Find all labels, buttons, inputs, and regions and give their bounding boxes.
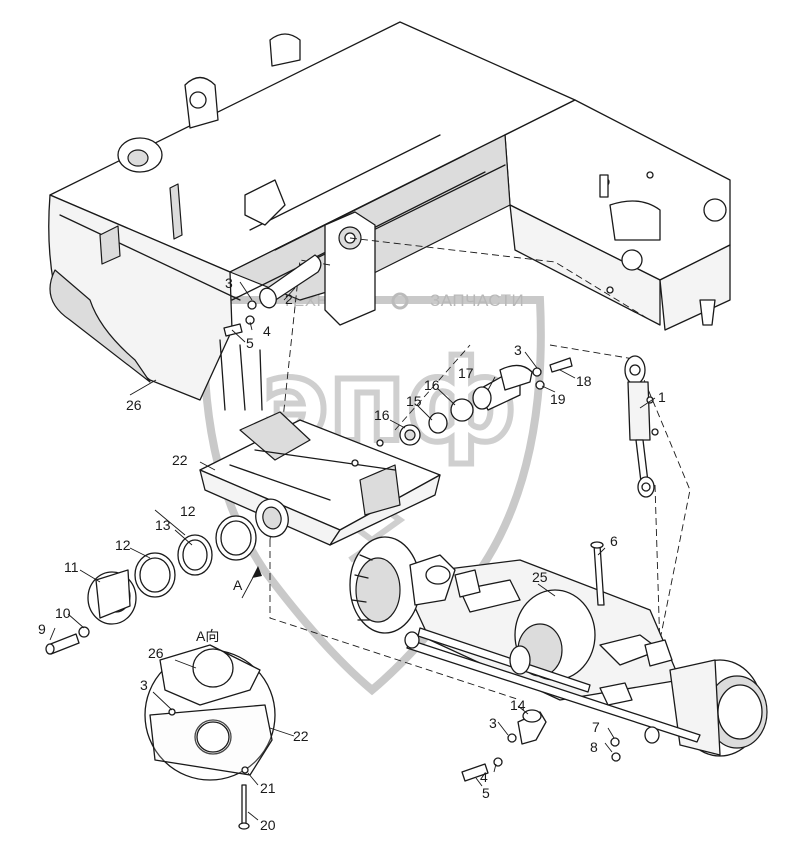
bolt <box>223 323 243 337</box>
callout-3: 3 <box>514 342 522 358</box>
nut <box>247 300 257 310</box>
callout-11: 11 <box>64 559 79 575</box>
callout-6: 6 <box>610 533 618 549</box>
callout-18: 18 <box>576 373 592 389</box>
pin-assembly-upper <box>223 254 322 337</box>
watermark-gear-icon <box>391 292 409 310</box>
washer-8 <box>611 752 621 762</box>
detail-view-label: A向 <box>196 628 219 644</box>
view-arrow: A <box>233 566 262 599</box>
callout-22: 22 <box>293 728 309 744</box>
callout-12: 12 <box>115 537 131 553</box>
washer <box>535 380 545 390</box>
callout-3: 3 <box>140 677 148 693</box>
callout-26: 26 <box>126 397 142 413</box>
leader-lines <box>49 281 656 821</box>
callout-9: 9 <box>38 621 46 637</box>
washer <box>245 315 255 325</box>
callout-20: 20 <box>260 817 276 833</box>
callout-26: 26 <box>148 645 164 661</box>
watermark-text-right: ЗАПЧАСТИ <box>430 291 524 310</box>
callout-14: 14 <box>510 697 526 713</box>
callout-12: 12 <box>180 503 196 519</box>
detail-view-a: A向 <box>144 628 276 830</box>
callout-13: 13 <box>155 517 171 533</box>
pin-assembly-17 <box>399 357 573 446</box>
nut <box>507 733 517 743</box>
callout-22: 22 <box>172 452 188 468</box>
main-frame <box>48 21 731 411</box>
callout-19: 19 <box>550 391 566 407</box>
callout-8: 8 <box>590 739 598 755</box>
bushing-15 <box>428 412 448 434</box>
callout-16: 16 <box>374 407 390 423</box>
axle-cradle <box>199 411 441 546</box>
callout-15: 15 <box>406 393 422 409</box>
front-parts <box>45 515 257 655</box>
nut-7 <box>610 737 620 747</box>
washer-10 <box>78 626 90 638</box>
bolt <box>461 763 489 782</box>
callout-21: 21 <box>260 780 276 796</box>
callout-17: 17 <box>458 365 474 381</box>
callout-labels: 1 2 3 3 3 3 4 4 5 5 6 7 8 9 10 11 12 12 … <box>38 275 666 833</box>
nut <box>532 367 542 377</box>
callout-5: 5 <box>246 335 254 351</box>
callout-4: 4 <box>480 769 488 785</box>
washer <box>493 757 503 767</box>
pin-assembly-14 <box>461 709 621 782</box>
callout-3: 3 <box>489 715 497 731</box>
callout-5: 5 <box>482 785 490 801</box>
view-arrow-label: A <box>233 577 243 593</box>
callout-7: 7 <box>592 719 600 735</box>
callout-16: 16 <box>424 377 440 393</box>
bolt <box>549 357 573 373</box>
callout-25: 25 <box>532 569 548 585</box>
bolt-6 <box>590 541 605 606</box>
callout-4: 4 <box>263 323 271 339</box>
callout-3: 3 <box>225 275 233 291</box>
front-axle <box>349 536 768 757</box>
callout-1: 1 <box>658 389 666 405</box>
assembly-lines <box>269 237 691 701</box>
hydraulic-cylinder <box>624 355 659 498</box>
callout-2: 2 <box>285 291 293 307</box>
callout-10: 10 <box>55 605 71 621</box>
shim-16 <box>450 398 474 422</box>
